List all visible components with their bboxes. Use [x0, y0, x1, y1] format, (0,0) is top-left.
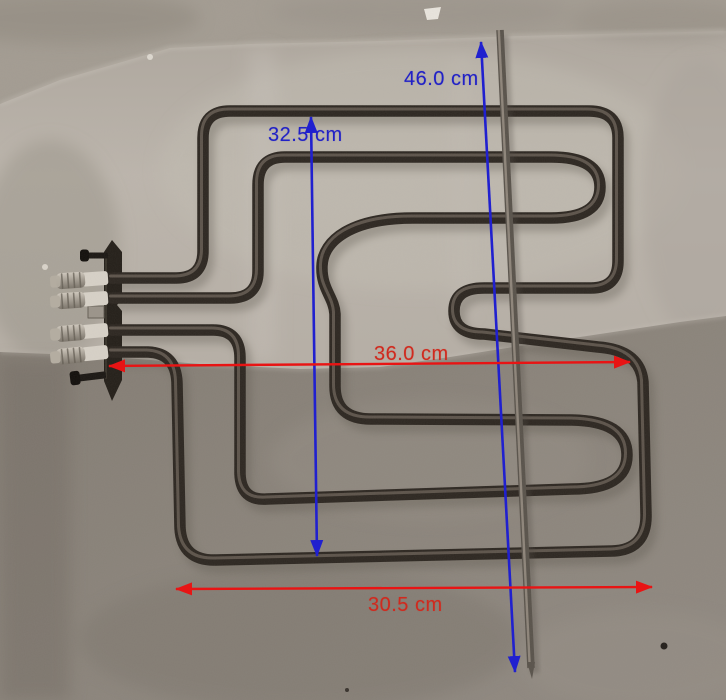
- dim-305-label: 30.5 cm: [368, 594, 443, 616]
- dim-305-line: [175, 580, 653, 596]
- dim-36-line: [108, 355, 631, 373]
- dim-325-line: [304, 116, 324, 557]
- dim-36-label: 36.0 cm: [374, 343, 449, 365]
- dim-46-label: 46.0 cm: [404, 68, 479, 90]
- dimension-lines: [108, 41, 653, 673]
- dim-325-label: 32.5 cm: [268, 124, 343, 146]
